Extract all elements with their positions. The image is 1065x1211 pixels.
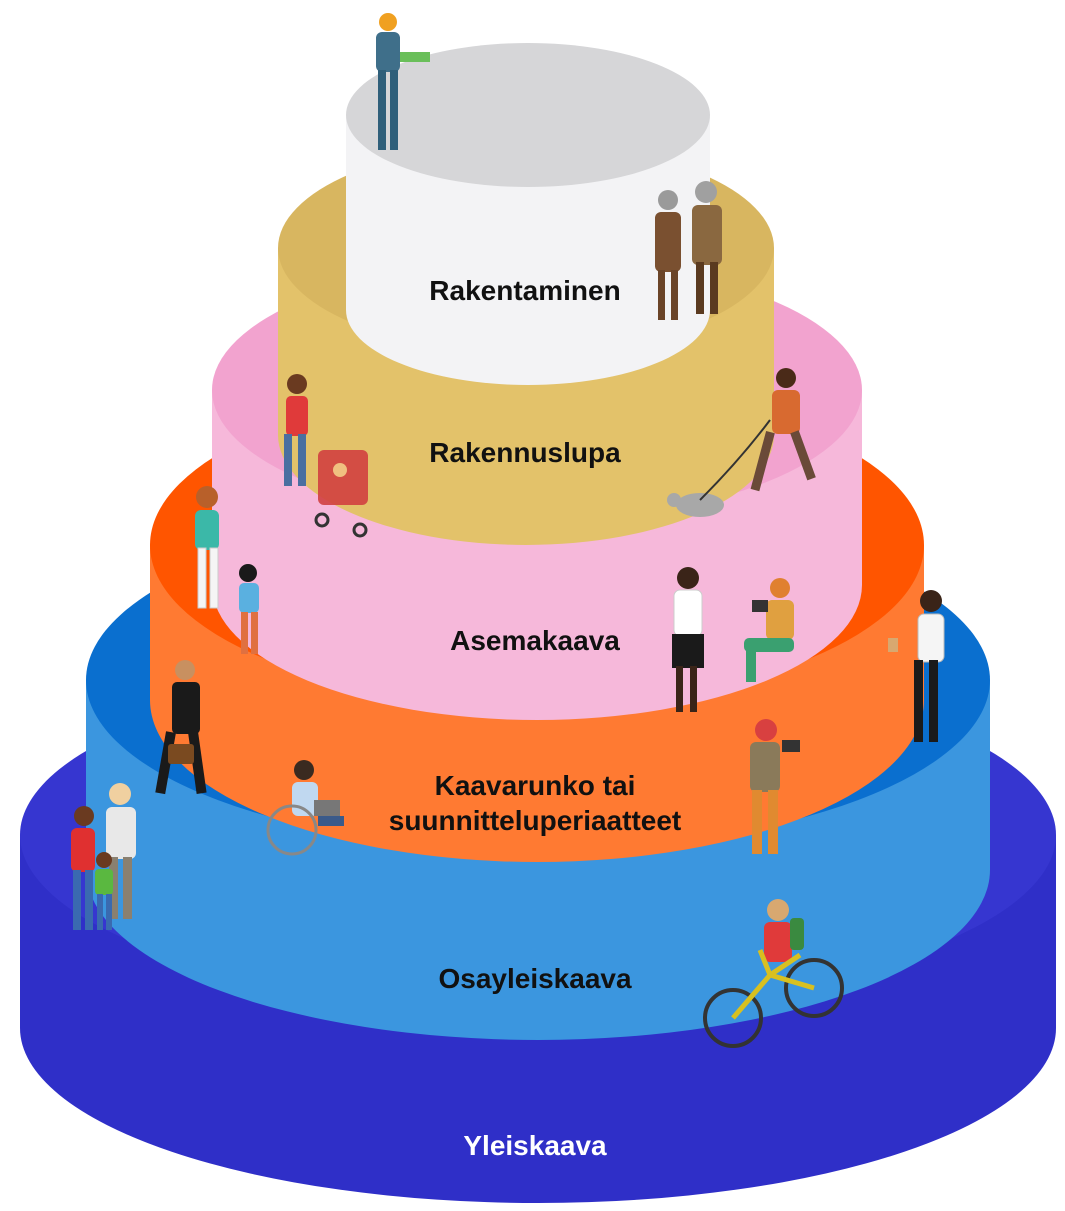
mother-and-child-icon [195,486,259,654]
cyclist-icon [703,899,844,1048]
woman-with-stroller-icon [284,374,368,538]
tier-label-osayleiskaava: Osayleiskaava [438,963,631,994]
construction-worker-icon [376,13,430,150]
person-in-wheelchair-icon [266,760,344,856]
tier-label-kaavarunko-line1: Kaavarunko tai [435,770,636,801]
tier-label-yleiskaava: Yleiskaava [463,1130,607,1161]
family-icon [71,783,136,930]
tier-label-rakennuslupa: Rakennuslupa [429,437,621,468]
tourist-photographer-icon [750,719,800,854]
elderly-couple-icon [655,181,722,320]
tier-label-asemakaava: Asemakaava [450,625,620,656]
tier-label-rakentaminen: Rakentaminen [429,275,620,306]
photographer-kneeling-icon [744,578,794,682]
businessman-icon [155,660,207,795]
man-walking-dog-icon [667,368,816,517]
tier-rakentaminen: Rakentaminen [346,43,710,385]
woman-on-phone-icon [672,567,704,712]
tier-label-kaavarunko-line2: suunnitteluperiaatteet [389,805,681,836]
woman-with-coffee-icon [888,590,945,742]
